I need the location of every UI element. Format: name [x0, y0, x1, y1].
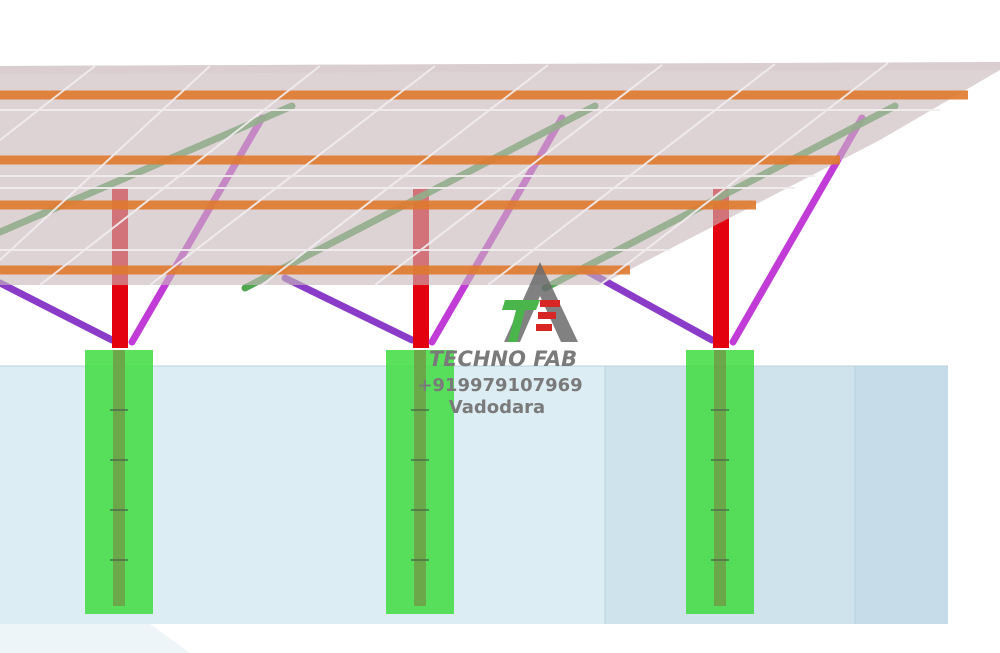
watermark-city: Vadodara [449, 397, 545, 418]
company-logo [502, 262, 578, 342]
watermark-phone: +919979107969 [417, 375, 582, 396]
logo-green-mark [502, 300, 540, 342]
logo-red-mark-1 [540, 300, 560, 307]
purlins [0, 90, 968, 275]
embedded-columns [113, 350, 726, 606]
logo-triangle [504, 262, 578, 342]
panel-grid [0, 62, 940, 286]
rebar-rings [110, 409, 729, 561]
column-3 [713, 188, 729, 348]
logo-red-mark-3 [536, 324, 552, 331]
logo-red-mark-2 [538, 312, 556, 319]
watermark-company: TECHNO FAB [429, 347, 577, 371]
panel-array [0, 62, 1000, 285]
